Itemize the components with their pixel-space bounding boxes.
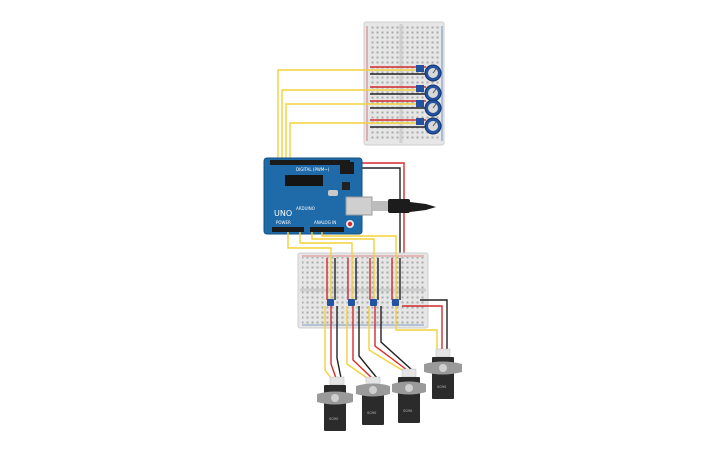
- potentiometer-4[interactable]: [416, 117, 442, 135]
- servo-3-label: SG90: [403, 409, 412, 413]
- servo-3[interactable]: SG90: [392, 368, 426, 423]
- breadboard-bottom-wires: [326, 258, 401, 300]
- breadboard-bottom-components[interactable]: [327, 299, 399, 306]
- servo-2-label: SG90: [367, 411, 376, 415]
- pot-signal-wires: [277, 69, 416, 160]
- servo-2[interactable]: SG90: [356, 376, 390, 425]
- servo-1-label: SG90: [329, 417, 338, 421]
- power-wires: [352, 162, 405, 255]
- servo-cables: [324, 299, 448, 379]
- board-power-label: POWER: [276, 220, 291, 225]
- board-logo-text: UNO: [274, 209, 292, 218]
- servo-signal-wires-board: [287, 232, 397, 300]
- board-analog-label: ANALOG IN: [314, 220, 336, 225]
- breadboard-bottom[interactable]: [297, 252, 429, 329]
- usb-cable: [372, 199, 436, 213]
- breadboard-top[interactable]: [363, 21, 445, 146]
- servo-4-label: SG90: [437, 385, 446, 389]
- potentiometer-3[interactable]: [416, 99, 442, 117]
- servo-4[interactable]: SG90: [424, 348, 462, 399]
- board-digital-label: DIGITAL (PWM~): [296, 167, 330, 172]
- servo-1[interactable]: SG90: [317, 376, 353, 431]
- potentiometer-1[interactable]: [416, 64, 442, 82]
- board-brand-text: ARDUINO: [296, 206, 315, 211]
- arduino-uno-board[interactable]: UNO ARDUINO DIGITAL (PWM~) POWER ANALOG …: [263, 157, 373, 235]
